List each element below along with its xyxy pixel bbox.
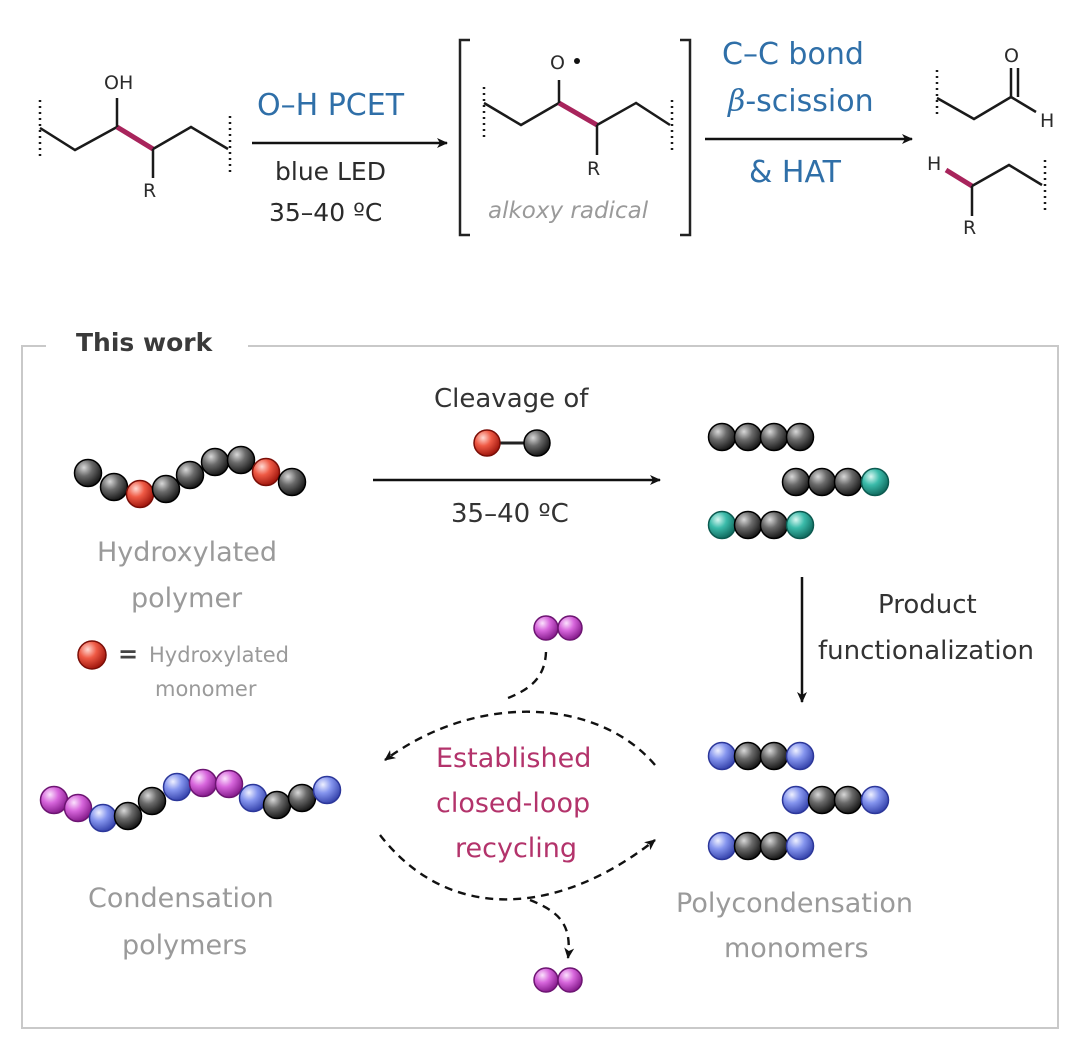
recycling-label-2: closed-loop — [436, 788, 591, 819]
panel-title: This work — [76, 328, 213, 357]
panel-title-backdrop — [46, 326, 248, 364]
scission-text: -scission — [745, 84, 874, 119]
product-func-label-2: functionalization — [818, 636, 1034, 666]
bead-blue — [312, 775, 342, 805]
step2-label-1: C–C bond — [722, 37, 864, 72]
step2-label-2: β-scission — [728, 84, 874, 119]
bead-blue — [785, 741, 815, 771]
aldehyde-product-structure — [935, 68, 1037, 121]
fragment-2 — [781, 467, 890, 497]
alkoxy-radical-structure — [482, 80, 674, 155]
bead-black — [137, 786, 167, 816]
legend-red-bead — [77, 640, 107, 670]
loop-bottom-arrow — [379, 834, 656, 901]
step1-condition-light: blue LED — [275, 157, 386, 186]
legend-label-1: Hydroxylated — [149, 643, 289, 667]
monomer-3 — [707, 831, 815, 861]
start-polymer-structure — [38, 98, 232, 178]
bead-blue — [785, 831, 815, 861]
bead-black — [175, 460, 205, 490]
condensation-label-1: Condensation — [88, 883, 274, 914]
alkane-h-label: H — [927, 153, 942, 175]
step1-condition-temp: 35–40 ºC — [269, 198, 383, 227]
highlighted-bond — [115, 124, 155, 152]
monomer-1 — [707, 741, 815, 771]
bead-black — [785, 422, 815, 452]
diacid-in — [533, 615, 583, 641]
cleavage-label: Cleavage of — [434, 384, 589, 414]
right-bracket — [680, 38, 692, 237]
recycling-label-3: recycling — [455, 833, 578, 864]
aldehyde-h-label: H — [1040, 110, 1055, 132]
diacid-out — [533, 967, 583, 993]
condensation-label-2: polymers — [122, 930, 248, 961]
fragment-3 — [707, 510, 815, 540]
loop-top-arrow — [384, 710, 656, 766]
hydroxylated-polymer-chain — [73, 445, 307, 509]
bead-layer — [39, 422, 890, 993]
bead-red — [251, 457, 281, 487]
bead-magenta — [214, 769, 244, 799]
polycondensation-label-2: monomers — [724, 933, 869, 964]
fragment-1 — [707, 422, 815, 452]
hydroxylated-polymer-label-1: Hydroxylated — [97, 537, 277, 568]
step1-reagent-label: O–H PCET — [257, 88, 405, 123]
condensation-polymer-chain — [39, 768, 342, 833]
beta-symbol: β — [728, 84, 746, 119]
bead-black — [113, 801, 143, 831]
step2-hat-label: & HAT — [749, 155, 842, 190]
legend-equals: = — [118, 640, 139, 668]
bead-black — [99, 472, 129, 502]
cleavage-temp-label: 35–40 ºC — [451, 499, 569, 529]
bead-teal — [785, 510, 815, 540]
bead-red — [77, 640, 107, 670]
o-radical-label: O — [550, 52, 565, 74]
bead-black — [151, 474, 181, 504]
this-work-panel — [21, 345, 1059, 1029]
oh-label: OH — [104, 72, 134, 94]
bead-black — [226, 445, 256, 475]
r-label: R — [143, 180, 157, 202]
recycling-label-1: Established — [436, 743, 592, 774]
bead-magenta — [63, 793, 93, 823]
bead-blue — [860, 785, 890, 815]
bead-teal — [860, 467, 890, 497]
radical-dot — [574, 58, 580, 64]
bead-magenta — [557, 615, 583, 641]
hydroxylated-polymer-label-2: polymer — [131, 583, 243, 614]
recycling-loop — [379, 651, 656, 959]
bead-black — [277, 467, 307, 497]
bead-magenta — [557, 967, 583, 993]
cleavage-bond-icon — [473, 429, 551, 457]
bead-black — [73, 458, 103, 488]
intermediate-caption: alkoxy radical — [488, 198, 649, 224]
monomer-2 — [781, 785, 890, 815]
alkane-r-label: R — [963, 217, 977, 239]
legend-label-2: monomer — [155, 677, 257, 701]
monomer-in-path — [502, 651, 548, 702]
aldehyde-o-label: O — [1004, 45, 1019, 67]
product-func-label-1: Product — [878, 590, 977, 620]
bead-red — [473, 429, 501, 457]
left-bracket — [458, 38, 470, 237]
alkane-product-structure — [944, 160, 1047, 216]
radical-r-label: R — [587, 158, 601, 180]
polycondensation-label-1: Polycondensation — [676, 888, 913, 919]
bead-black — [523, 429, 551, 457]
